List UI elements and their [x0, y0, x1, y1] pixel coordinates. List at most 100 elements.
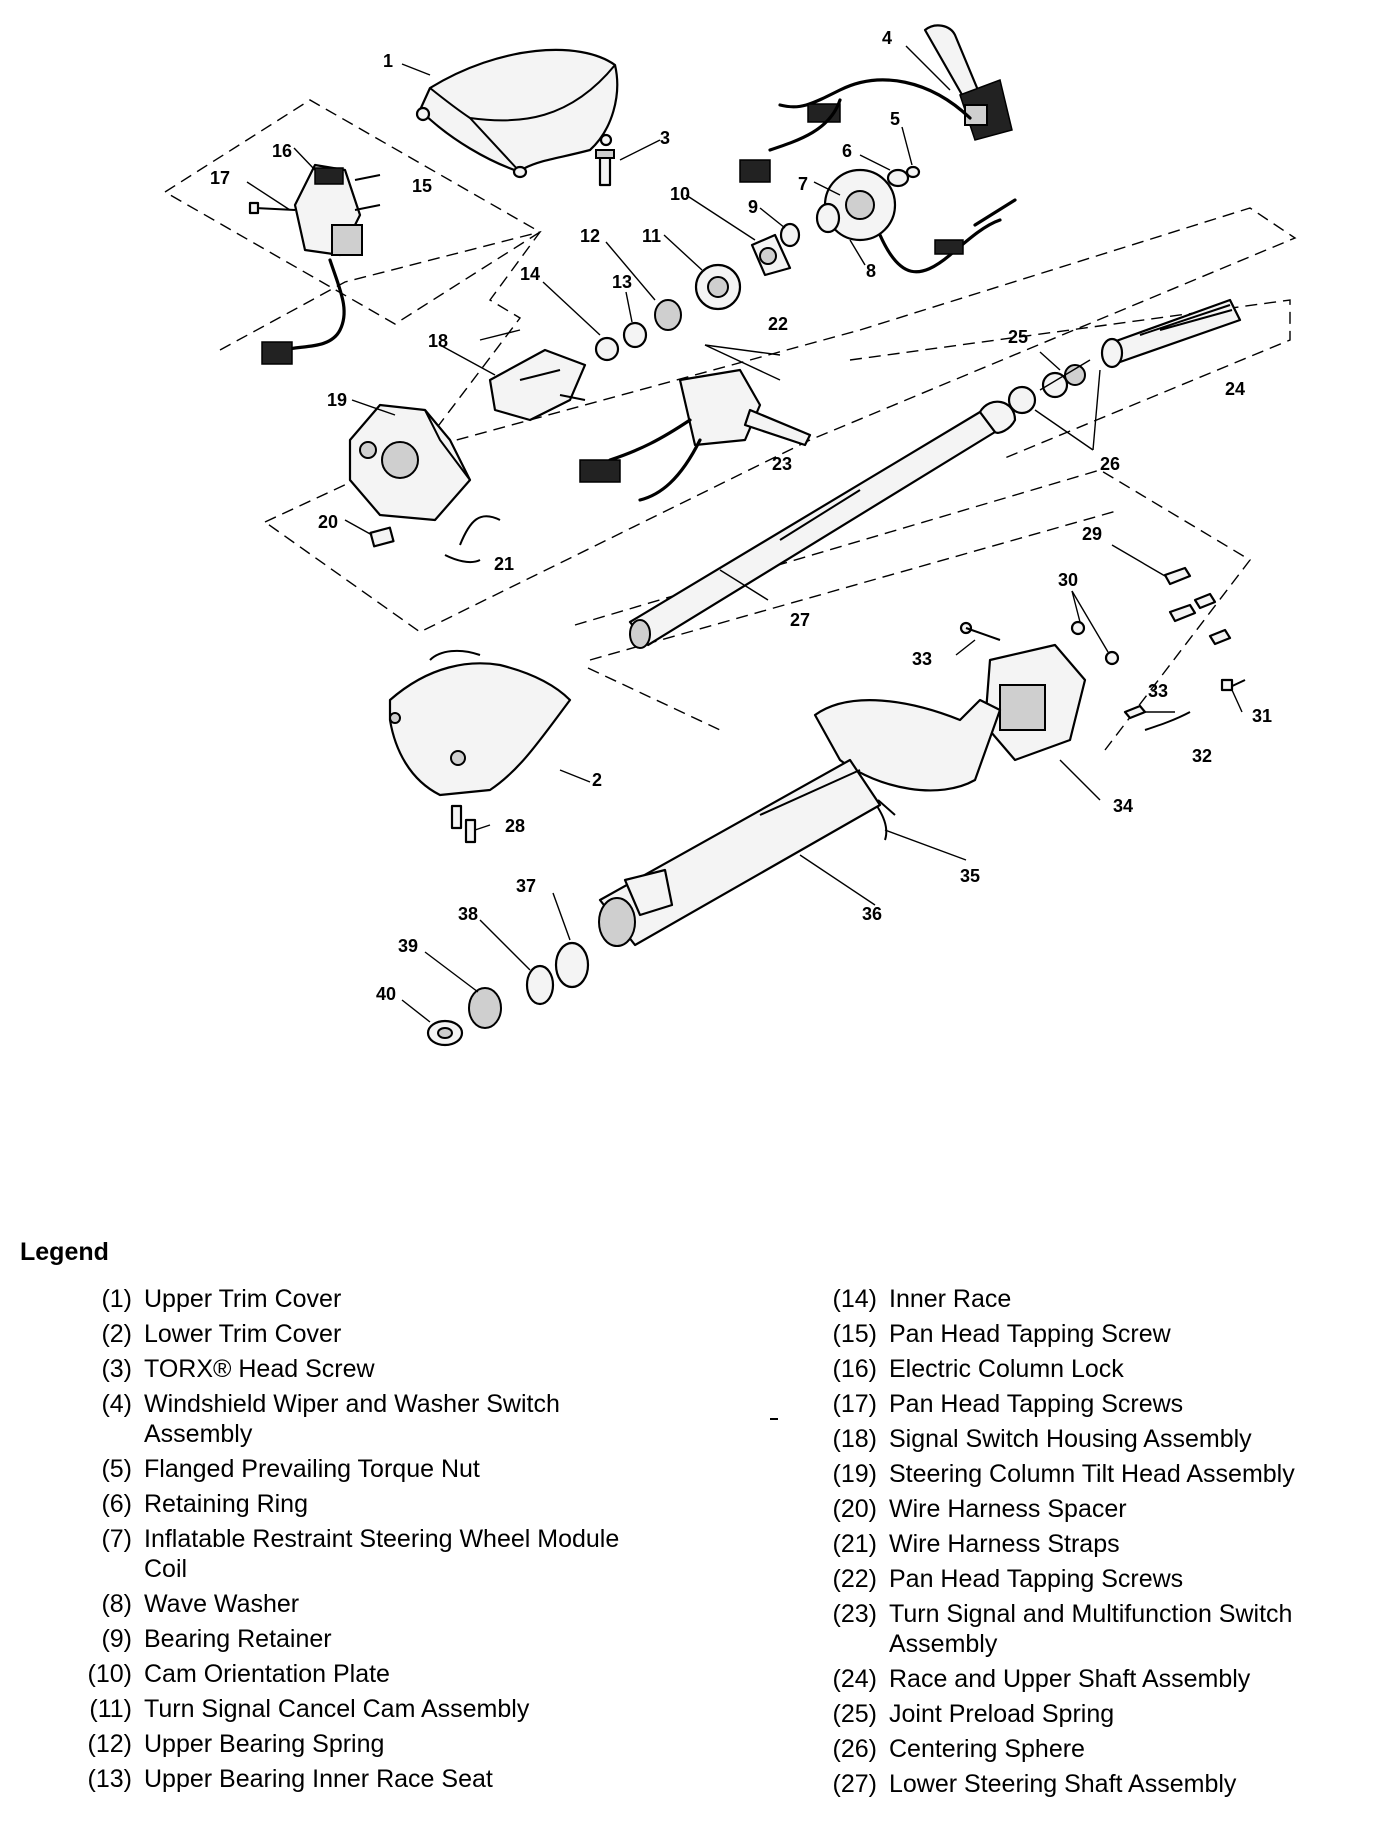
part-electric-column-lock	[248, 163, 381, 365]
callout-6: 6	[842, 141, 852, 161]
legend-item: (18) Signal Switch Housing Assembly	[807, 1424, 1367, 1454]
legend-label: Wire Harness Spacer	[889, 1495, 1127, 1523]
legend-label: Turn Signal Cancel Cam Assembly	[144, 1695, 530, 1723]
callout-25: 25	[1008, 327, 1028, 347]
callout-38: 38	[458, 904, 478, 924]
part-wiper-washer-switch	[739, 24, 1013, 183]
part-signal-switch-housing	[488, 348, 587, 422]
part-wire-harness-spacer-straps	[369, 515, 501, 564]
legend-number: (16)	[832, 1355, 877, 1383]
callout-15: 15	[412, 176, 432, 196]
callout-18: 18	[428, 331, 448, 351]
callout-28: 28	[505, 816, 525, 836]
callout-9: 9	[748, 197, 758, 217]
callout-22: 22	[768, 314, 788, 334]
part-lower-bearings	[426, 941, 590, 1047]
part-upper-trim-cover	[415, 48, 619, 179]
callout-16: 16	[272, 141, 292, 161]
legend-label: Inflatable Restraint Steering Wheel Modu…	[144, 1525, 620, 1583]
legend-label: Turn Signal and Multifunction Switch Ass…	[889, 1600, 1293, 1658]
legend-number: (13)	[87, 1765, 132, 1793]
legend-number: (21)	[832, 1530, 877, 1558]
legend-item: (20)Wire Harness Spacer	[807, 1494, 1367, 1524]
divider-mark	[770, 1418, 778, 1420]
callout-12: 12	[580, 226, 600, 246]
part-cancel-cam	[694, 263, 742, 311]
callout-33a: 33	[912, 649, 932, 669]
legend-number: (25)	[832, 1700, 877, 1728]
legend-label: Upper Bearing Inner Race Seat	[144, 1765, 493, 1793]
part-bearing-stack	[594, 299, 682, 362]
legend-item: (27)Lower Steering Shaft Assembly	[807, 1769, 1367, 1799]
callout-27: 27	[790, 610, 810, 630]
legend-number: (8)	[101, 1590, 132, 1618]
part-torx-screw	[595, 149, 615, 187]
legend-item: (7) Inflatable Restraint Steering Wheel M…	[62, 1524, 622, 1584]
legend-right-column: (14)Inner Race (15)Pan Head Tapping Scre…	[807, 1284, 1367, 1804]
legend-number: (9)	[101, 1625, 132, 1653]
callout-40: 40	[376, 984, 396, 1004]
legend-label: Race and Upper Shaft Assembly	[889, 1665, 1251, 1693]
legend-item: (26)Centering Sphere	[807, 1734, 1367, 1764]
legend-item: (17)Pan Head Tapping Screws	[807, 1389, 1367, 1419]
legend-item: (6)Retaining Ring	[62, 1489, 622, 1519]
legend-label: Lower Steering Shaft Assembly	[889, 1770, 1237, 1798]
part-lower-trim-cover	[388, 649, 572, 797]
legend-item: (3)TORX® Head Screw	[62, 1354, 622, 1384]
callout-leader-lines	[246, 45, 1243, 1023]
exploded-steering-column-diagram: 1 2 3 4 5 6 7 8 9 10 11 12 13 14 15 16 1…	[163, 24, 1297, 1047]
legend-label: Pan Head Tapping Screws	[889, 1565, 1184, 1593]
part-upper-shaft	[1007, 298, 1242, 415]
legend-number: (12)	[87, 1730, 132, 1758]
legend-item: (13) Upper Bearing Inner Race Seat	[62, 1764, 622, 1794]
legend-label: Steering Column Tilt Head Assembly	[889, 1460, 1295, 1488]
legend-item: (21) Wire Harness Straps	[807, 1529, 1367, 1559]
callout-10: 10	[670, 184, 690, 204]
legend-number: (11)	[89, 1695, 132, 1723]
callout-11: 11	[642, 226, 661, 246]
legend-item: (9) Bearing Retainer	[62, 1624, 622, 1654]
legend-item: (4)Windshield Wiper and Washer Switch As…	[62, 1389, 622, 1449]
legend-label: Cam Orientation Plate	[144, 1660, 390, 1688]
legend-label: Flanged Prevailing Torque Nut	[144, 1455, 480, 1483]
legend-item: (12) Upper Bearing Spring	[62, 1729, 622, 1759]
part-housing-fasteners	[959, 566, 1246, 762]
legend-left-column: (1)Upper Trim Cover (2)Lower Trim Cover …	[62, 1284, 622, 1799]
legend-label: Signal Switch Housing Assembly	[889, 1425, 1252, 1453]
legend-item: (14)Inner Race	[807, 1284, 1367, 1314]
legend-item: (8) Wave Washer	[62, 1589, 622, 1619]
legend-label: Upper Bearing Spring	[144, 1730, 385, 1758]
legend-title: Legend	[20, 1238, 109, 1266]
callout-7: 7	[798, 174, 808, 194]
callout-3: 3	[660, 128, 670, 148]
legend-number: (22)	[832, 1565, 877, 1593]
callout-33b: 33	[1148, 681, 1168, 701]
legend-label: Pan Head Tapping Screw	[889, 1320, 1171, 1348]
legend-number: (19)	[832, 1460, 877, 1488]
legend-item: (23) Turn Signal and Multifunction Switch…	[807, 1599, 1367, 1659]
legend-label: Wave Washer	[144, 1590, 300, 1618]
legend-label: Bearing Retainer	[144, 1625, 332, 1653]
part-restraint-coil	[779, 168, 1017, 274]
legend-label: Retaining Ring	[144, 1490, 308, 1518]
callout-32: 32	[1192, 746, 1212, 766]
legend-label: Wire Harness Straps	[889, 1530, 1120, 1558]
legend-label: Windshield Wiper and Washer Switch Assem…	[144, 1390, 560, 1448]
legend-label: Upper Trim Cover	[144, 1285, 342, 1313]
callout-29: 29	[1082, 524, 1102, 544]
callout-30: 30	[1058, 570, 1078, 590]
callout-39: 39	[398, 936, 418, 956]
legend-number: (18)	[832, 1425, 877, 1453]
callout-1: 1	[383, 51, 393, 71]
legend-label: Pan Head Tapping Screws	[889, 1390, 1184, 1418]
callout-8: 8	[866, 261, 876, 281]
legend-number: (23)	[832, 1600, 877, 1628]
callout-4: 4	[882, 28, 892, 48]
legend-number: (7)	[101, 1525, 132, 1553]
callout-20: 20	[318, 512, 338, 532]
part-flanged-nut-and-ring	[886, 165, 921, 188]
callout-2: 2	[592, 770, 602, 790]
callout-31: 31	[1252, 706, 1272, 726]
callout-21: 21	[494, 554, 514, 574]
part-lower-shaft	[628, 400, 1017, 649]
